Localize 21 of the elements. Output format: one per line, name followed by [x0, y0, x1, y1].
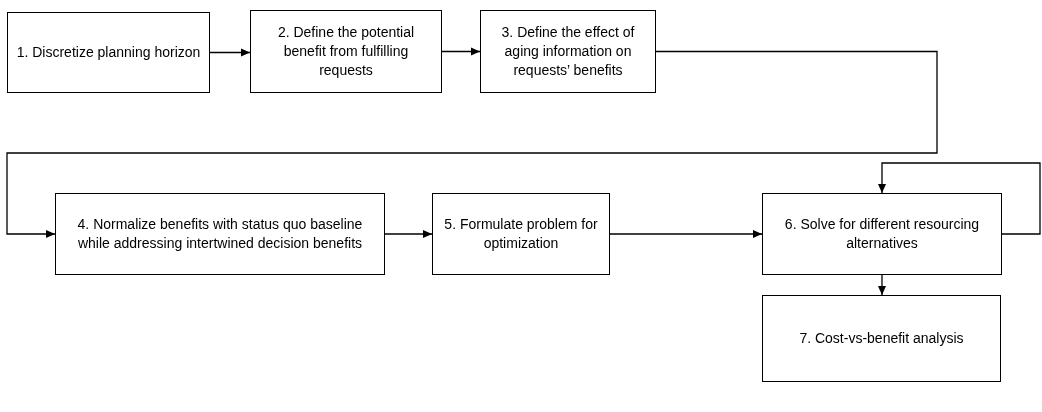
step-text: 5. Formulate problem for optimization: [443, 215, 599, 253]
process-box: [250, 10, 442, 93]
arrow: [609, 230, 763, 238]
step-text: 7. Cost-vs-benefit analysis: [799, 329, 964, 348]
arrow: [209, 48, 251, 57]
process-box: [762, 295, 1001, 382]
process-box: [432, 193, 610, 275]
arrow: [441, 47, 481, 56]
step-text: 4. Normalize benefits with status quo baseline while addressing intertwined decision benefits: [76, 215, 364, 253]
step-text: 6. Solve for different resourcing alternatives: [783, 215, 981, 253]
arrow: [878, 162, 1041, 235]
step-text: 1. Discretize planning horizon: [16, 43, 201, 62]
process-box: [55, 193, 385, 275]
step-text: 3. Define the effect of aging information on requests’ benefits: [500, 23, 636, 80]
process-box: [480, 10, 656, 93]
process-box: [7, 12, 210, 93]
step-text: 2. Define the potential benefit from fulfilling requests: [276, 23, 416, 80]
process-box: [762, 193, 1002, 275]
arrow: [878, 273, 886, 296]
arrow: [6, 50, 938, 238]
arrow: [384, 230, 433, 238]
